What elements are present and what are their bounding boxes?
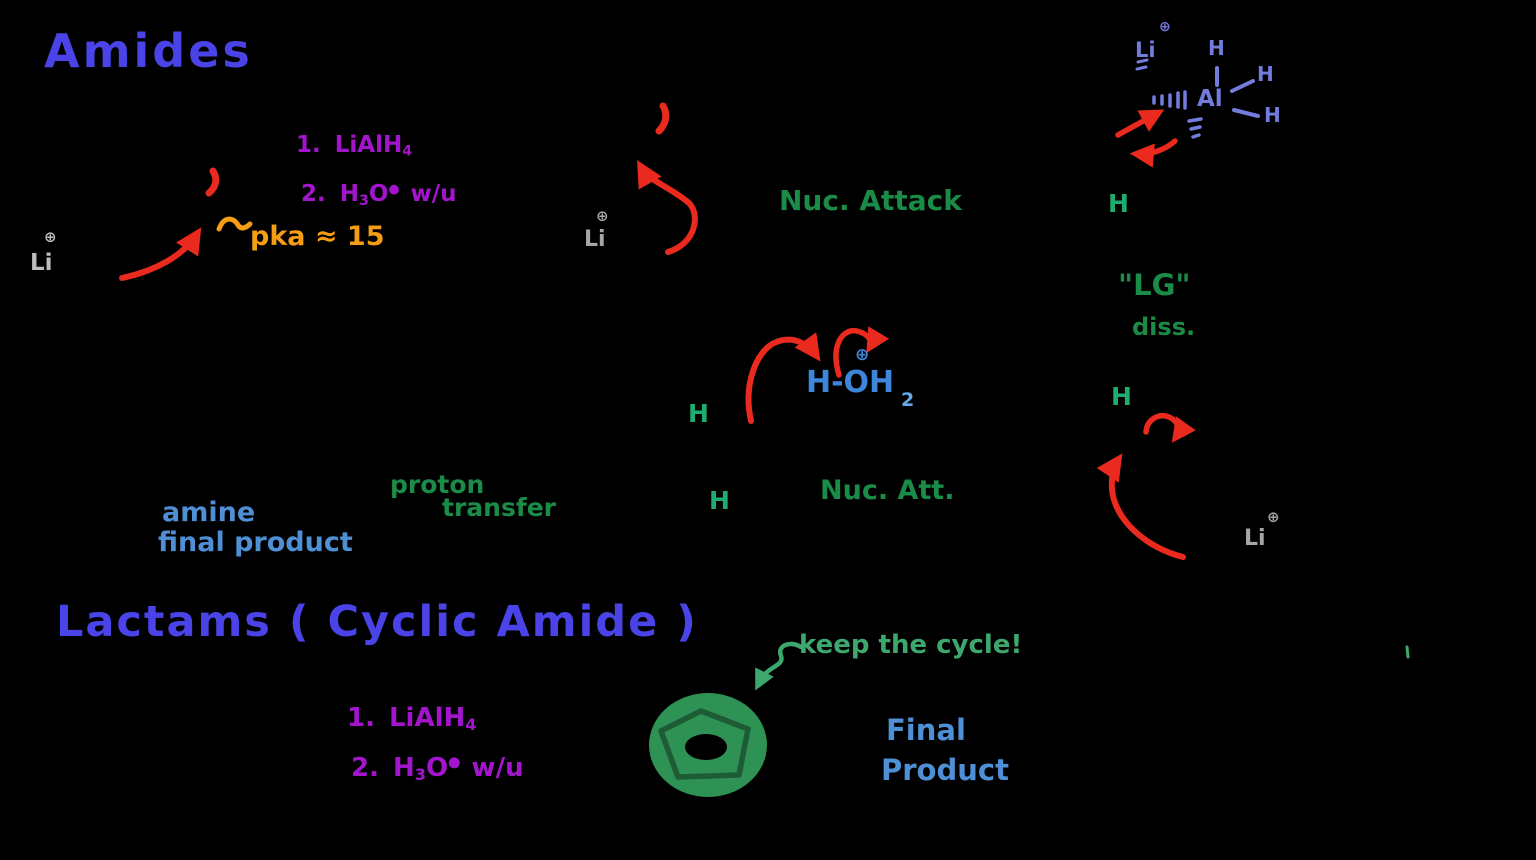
curved-arrow-hydride-down	[1129, 138, 1178, 168]
ring-center-hole	[685, 734, 727, 760]
section-title-amides: Amides	[44, 24, 253, 78]
formula-subscript: 3	[359, 192, 369, 209]
li-lone-pair-dashes	[1135, 58, 1149, 71]
curved-arrow-nuc-attack	[637, 160, 698, 255]
delivered-hydrogen: H	[709, 486, 730, 515]
squiggle-arrow-keep-cycle	[755, 641, 804, 691]
pka-pointer-squiggle	[216, 216, 253, 232]
hydronium-formula: H-OH	[806, 365, 895, 400]
curved-arrow-second-hydride	[1096, 453, 1186, 560]
bond-al-h-upper-right	[1230, 79, 1255, 93]
plus-charge-dot: ●	[388, 181, 400, 196]
lactam-ring-highlight	[649, 693, 767, 797]
lithium-cation-symbol: Li	[30, 250, 53, 276]
formula-subscript: 3	[414, 765, 426, 785]
curved-arrow-small-loop	[1143, 413, 1196, 443]
reagent-step-1: 1. LiAlH4	[296, 134, 412, 159]
step-number: 2.	[351, 753, 379, 783]
hydride-h-top: H	[1208, 36, 1225, 60]
workup-abbrev: w/u	[410, 181, 457, 208]
plus-charge-icon: ⊕	[855, 345, 870, 365]
reagent-step-2: 2. H3O● w/u	[351, 755, 524, 783]
bond-al-h-lower-right	[1232, 108, 1260, 118]
alh4-lithium-symbol: Li	[1135, 38, 1156, 62]
delivered-hydrogen: H	[688, 399, 709, 428]
electron-pair-mark	[205, 167, 220, 197]
curved-arrow-bond-to-oxygen	[833, 326, 890, 378]
delivered-hydrogen: H	[1111, 382, 1132, 411]
plus-charge-dot: ●	[448, 754, 461, 771]
curved-arrow-hydride-up	[1115, 109, 1165, 138]
alh4-hash-marks-below	[1187, 117, 1203, 139]
label-keep-the-cycle: keep the cycle!	[799, 630, 1023, 660]
formula-o: O	[368, 181, 389, 208]
delivered-hydrogen: H	[1108, 189, 1129, 218]
label-nuc-att: Nuc. Att.	[820, 475, 955, 506]
lithium-cation-symbol: Li	[1244, 526, 1266, 551]
hydride-h-lower-right: H	[1264, 103, 1281, 127]
label-final-product: final product	[158, 527, 353, 558]
stray-green-mark	[1405, 645, 1410, 659]
formula-subscript: 4	[465, 715, 477, 735]
label-final: Final	[886, 713, 966, 747]
label-proton: proton	[390, 470, 485, 499]
reagent-step-2: 2. H3O● w/u	[301, 181, 457, 209]
formula-h: H	[339, 181, 359, 208]
electron-pair-mark	[655, 102, 670, 135]
hydronium-subscript: 2	[901, 389, 915, 411]
step-number: 1.	[296, 132, 321, 158]
step-number: 1.	[347, 703, 375, 733]
lithium-cation-symbol: Li	[584, 227, 606, 252]
plus-charge-icon: ⊕	[596, 207, 609, 225]
pka-note: pka ≈ 15	[250, 221, 385, 252]
formula-h: H	[392, 753, 415, 783]
label-leaving-group: "LG"	[1118, 268, 1191, 302]
label-product: Product	[881, 753, 1009, 787]
reagent-step-1: 1. LiAlH4	[347, 705, 476, 733]
plus-charge-icon: ⊕	[44, 228, 57, 246]
workup-abbrev: w/u	[471, 753, 524, 783]
formula-subscript: 4	[402, 143, 413, 160]
curved-arrow-deprotonation	[119, 227, 202, 281]
alh4-bonds	[1215, 66, 1260, 118]
cyclopentane-ring-outline	[658, 708, 751, 780]
formula-o: O	[425, 753, 449, 783]
section-title-lactams: Lactams ( Cyclic Amide )	[56, 597, 698, 647]
formula-lialh4: LiAlH	[334, 132, 403, 158]
aluminum-symbol: Al	[1197, 86, 1223, 112]
step-number: 2.	[301, 181, 326, 208]
plus-charge-icon: ⊕	[1159, 19, 1171, 35]
label-nuc-attack: Nuc. Attack	[779, 184, 962, 217]
label-transfer: transfer	[442, 493, 556, 522]
plus-charge-icon: ⊕	[1267, 508, 1280, 526]
label-amine: amine	[162, 497, 256, 528]
formula-lialh4: LiAlH	[388, 703, 466, 733]
alh4-hashed-wedge	[1152, 90, 1187, 110]
label-dissociates: diss.	[1132, 313, 1196, 341]
curved-arrow-lone-pair-to-proton	[745, 332, 821, 424]
hydride-h-upper-right: H	[1257, 62, 1274, 86]
